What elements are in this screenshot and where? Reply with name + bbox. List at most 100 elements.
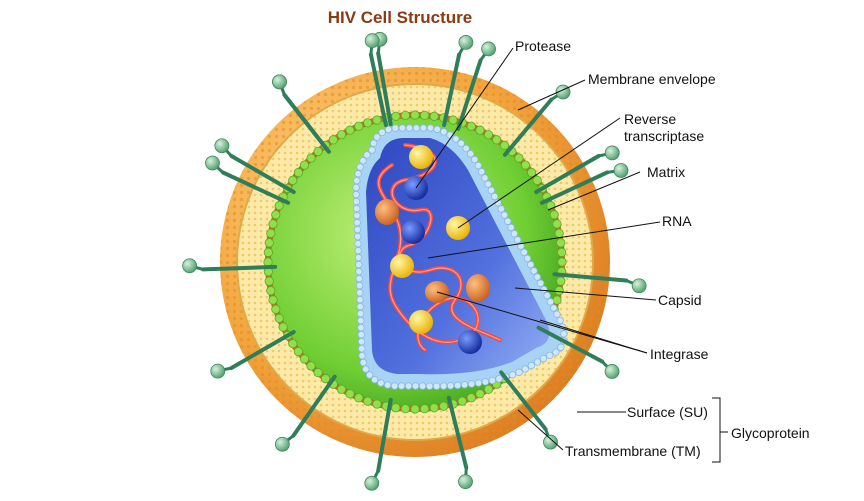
matrix-bead xyxy=(320,374,331,384)
matrix-bead xyxy=(554,286,564,296)
matrix-bead xyxy=(420,110,430,120)
leader-protease xyxy=(415,47,514,189)
capsid-bead xyxy=(353,176,361,185)
matrix-bead xyxy=(410,404,420,414)
transmembrane-stalk xyxy=(376,51,393,127)
capsid-bead xyxy=(357,337,366,346)
capsid-bead xyxy=(359,156,367,165)
capsid-bead xyxy=(527,361,536,370)
capsid-bead xyxy=(553,310,561,318)
matrix-bead xyxy=(400,110,410,120)
surface-knob xyxy=(481,41,496,57)
capsid-bead xyxy=(354,239,362,248)
surface-knob xyxy=(274,436,290,452)
capsid-bead xyxy=(357,330,365,339)
matrix-bead xyxy=(557,257,567,267)
capsid-bead xyxy=(369,139,378,147)
capsid-bead xyxy=(510,229,519,238)
capsid-bead xyxy=(457,139,465,148)
capsid-bead xyxy=(373,133,381,141)
matrix-bead xyxy=(336,130,347,140)
capsid-bead xyxy=(384,125,393,134)
capsid-bead xyxy=(546,351,554,360)
matrix-bead xyxy=(556,238,566,248)
reverse-transcriptase-1 xyxy=(409,145,433,169)
bilayer-outer-edge xyxy=(236,83,594,441)
capsid-bead xyxy=(546,298,555,306)
capsid-bead xyxy=(556,316,564,325)
transmembrane-stalk xyxy=(229,330,296,370)
surface-knob xyxy=(210,363,226,379)
capsid-bead xyxy=(368,146,376,154)
integrase-1 xyxy=(375,199,399,225)
capsid-bead xyxy=(365,371,374,379)
capsid-bead xyxy=(467,380,476,388)
matrix-bead xyxy=(410,110,420,120)
protease-3 xyxy=(458,330,482,354)
capsid-bead xyxy=(352,204,361,213)
matrix-bead xyxy=(492,135,502,145)
capsid-bead xyxy=(354,170,362,178)
matrix-bead xyxy=(483,130,494,140)
matrix-bead xyxy=(345,389,355,399)
capsid-bead xyxy=(530,267,538,275)
transmembrane-stalk xyxy=(376,397,393,473)
capsid-bead xyxy=(487,186,496,195)
matrix-bead xyxy=(429,111,439,121)
matrix-bead xyxy=(299,354,310,364)
capsid-bead xyxy=(497,205,505,213)
capsid-bead xyxy=(490,192,499,201)
matrix-bead xyxy=(429,403,439,413)
matrix-bead xyxy=(268,295,278,305)
surface-knob xyxy=(613,163,629,178)
capsid-bead xyxy=(439,382,448,390)
capsid-bead xyxy=(533,273,541,281)
capsid-bead xyxy=(440,128,448,136)
matrix-bead xyxy=(264,238,274,248)
capsid-bead xyxy=(383,381,392,389)
matrix-bead xyxy=(288,339,298,349)
capsid-bead xyxy=(549,304,558,312)
integrase-2 xyxy=(466,274,490,302)
matrix-bead xyxy=(266,228,276,238)
label-reverse-transcriptase-line1: Reverse xyxy=(624,111,677,127)
capsid-bead xyxy=(352,183,360,192)
transmembrane-stalk xyxy=(534,154,601,194)
leader-matrix xyxy=(547,171,641,211)
capsid-bead xyxy=(495,375,503,383)
capsid-bead xyxy=(539,354,548,363)
transmembrane-stalk xyxy=(456,58,483,131)
transmembrane-stalk xyxy=(368,52,388,128)
capsid-bead xyxy=(378,128,386,137)
capsid-bead xyxy=(517,242,525,250)
capsid-bead xyxy=(560,330,568,338)
capsid-bead xyxy=(488,376,496,385)
matrix-bead xyxy=(556,276,566,286)
capsid-bead xyxy=(354,253,363,262)
transmembrane-stalk xyxy=(220,170,291,205)
capsid-bead xyxy=(533,358,542,366)
matrix-bead xyxy=(532,175,542,185)
leader-reverse-transcriptase xyxy=(457,117,621,229)
leader-transmembrane xyxy=(517,409,564,451)
capsid-bead xyxy=(356,309,365,318)
capsid-bead xyxy=(504,217,512,225)
capsid-bead xyxy=(352,197,361,206)
matrix-bead xyxy=(527,167,537,178)
capsid-bead xyxy=(515,368,523,377)
matrix-bead xyxy=(293,167,303,178)
surface-knob xyxy=(543,434,558,450)
matrix-bead xyxy=(372,115,382,125)
capsid-bead xyxy=(540,285,548,294)
glycoprotein-spikes xyxy=(182,31,647,491)
capsid-bead xyxy=(460,381,469,389)
surface-knob xyxy=(205,155,220,171)
matrix-bead xyxy=(391,403,401,413)
matrix-bead xyxy=(313,367,323,378)
label-rna: RNA xyxy=(662,213,692,229)
matrix-bead xyxy=(400,404,410,414)
matrix-bead xyxy=(263,257,273,267)
capsid-bead xyxy=(358,344,366,353)
leader-membrane-envelope xyxy=(517,79,586,111)
